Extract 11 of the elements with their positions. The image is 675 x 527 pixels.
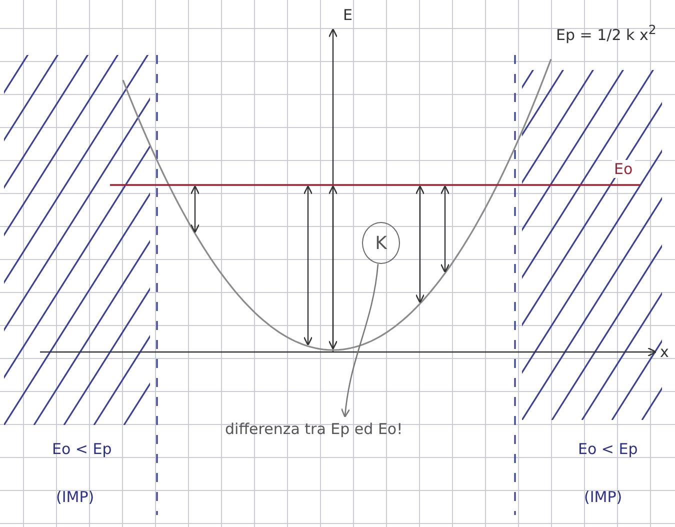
axis-label: x: [660, 343, 669, 361]
note-label: (IMP): [56, 488, 94, 506]
note-label: (IMP): [584, 488, 622, 506]
energy-label: Eo: [612, 160, 635, 178]
condition-label: Eo < Ep: [52, 440, 112, 458]
axis-label: E: [343, 6, 352, 24]
circled-letter: K: [362, 222, 400, 264]
condition-label: Eo < Ep: [578, 440, 638, 458]
formula-label: Ep = 1/2 k x$^{2}$: [556, 22, 656, 44]
annotation-text: differenza tra Ep ed Eo!: [225, 418, 435, 440]
leader-line: [341, 264, 379, 418]
